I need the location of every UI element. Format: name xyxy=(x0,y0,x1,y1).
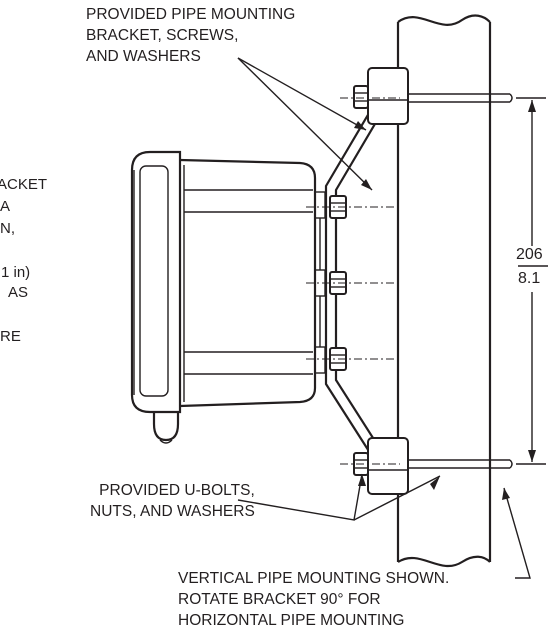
label-line: HORIZONTAL PIPE MOUNTING xyxy=(178,612,405,629)
label-line: ROTATE BRACKET 90° FOR xyxy=(178,591,381,608)
vertical-pipe xyxy=(396,14,492,568)
label-line: NUTS, AND WASHERS xyxy=(90,503,255,520)
label-line: PROVIDED PIPE MOUNTING xyxy=(86,6,296,23)
upper-u-bolt xyxy=(353,85,513,109)
label-line: BRACKET, SCREWS, xyxy=(86,27,239,44)
label-line: VERTICAL PIPE MOUNTING SHOWN. xyxy=(178,570,450,587)
label-line: N, xyxy=(0,220,15,237)
label-line: AND WASHERS xyxy=(86,48,201,65)
u-bolts-label: PROVIDED U-BOLTS, NUTS, AND WASHERS xyxy=(90,480,255,522)
orientation-note: VERTICAL PIPE MOUNTING SHOWN. ROTATE BRA… xyxy=(178,568,449,631)
label-line: A xyxy=(0,198,11,215)
dimension-mm: 206 xyxy=(516,246,543,263)
label-line: RE xyxy=(0,328,21,345)
dimension-in: 8.1 xyxy=(518,270,541,287)
label-line: ACKET xyxy=(0,176,48,193)
centerlines xyxy=(306,97,400,465)
transmitter-housing xyxy=(130,150,317,444)
label-line: PROVIDED U-BOLTS, xyxy=(99,482,255,499)
leader-lines xyxy=(237,57,531,579)
dimension-line xyxy=(516,97,548,465)
pipe-bracket-label: PROVIDED PIPE MOUNTING BRACKET, SCREWS, … xyxy=(86,4,295,67)
label-line: 1 in) xyxy=(1,264,31,281)
label-line: AS xyxy=(8,284,29,301)
